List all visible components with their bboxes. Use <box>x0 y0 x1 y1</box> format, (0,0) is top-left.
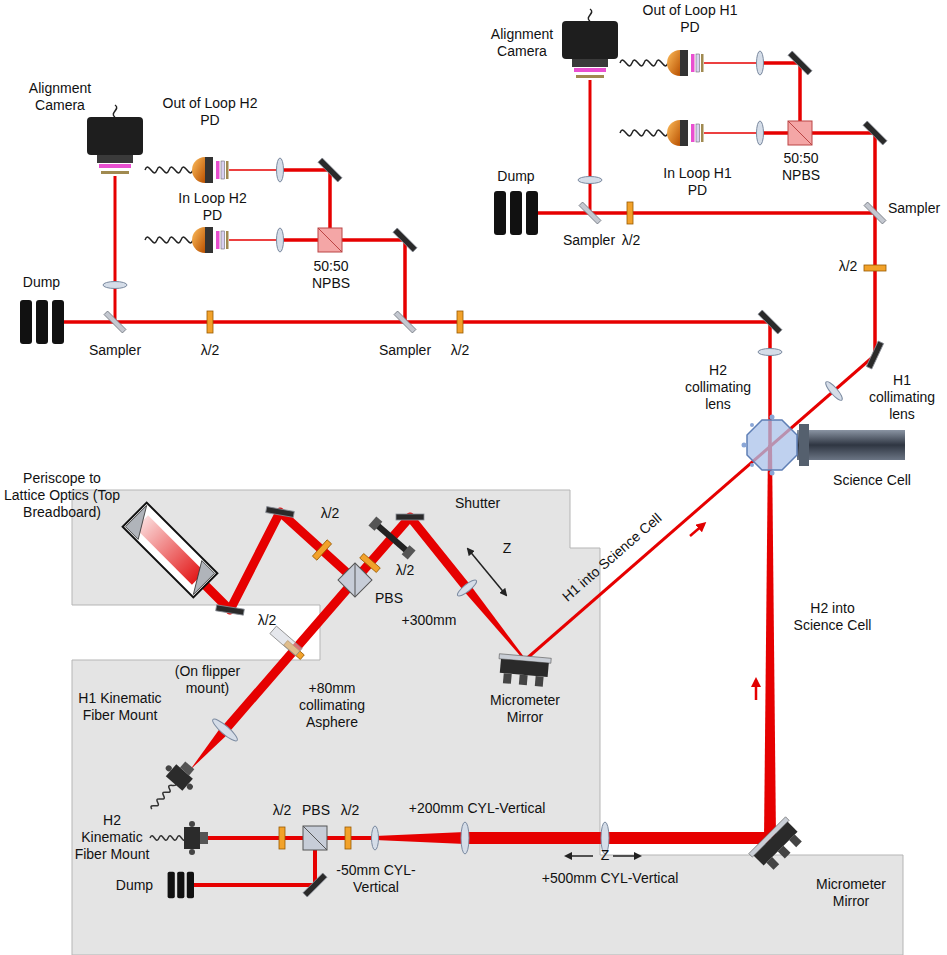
part-label: H1 collimating lens <box>860 372 944 423</box>
part-label: Periscope to Lattice Optics (Top Breadbo… <box>3 470 121 521</box>
part-label: H2 collimating lens <box>676 362 760 413</box>
part-label: λ/2 <box>448 342 472 359</box>
part-label: Dump <box>491 168 541 185</box>
part-label: λ/2 <box>619 232 643 249</box>
part-label: 50:50 NPBS <box>770 150 832 184</box>
part-label: λ/2 <box>338 802 362 819</box>
part-label: 50:50 NPBS <box>300 258 362 292</box>
part-label: (On flipper mount) <box>165 663 250 697</box>
part-label: H1 Kinematic Fiber Mount <box>76 690 164 724</box>
part-label: Sampler <box>888 200 944 217</box>
part-label: Out of Loop H2 PD <box>160 95 260 129</box>
part-label: Z <box>598 847 612 864</box>
part-label: λ/2 <box>318 505 342 522</box>
part-label: In Loop H2 PD <box>170 190 255 224</box>
part-label: Sampler <box>374 342 436 359</box>
part-label: λ/2 <box>393 562 417 579</box>
part-label: Shutter <box>455 495 515 512</box>
part-label: Z <box>500 540 514 557</box>
part-label: +80mm collimating Asphere <box>282 680 382 731</box>
part-label: Dump <box>112 877 157 894</box>
part-label: +500mm CYL-Vertical <box>530 870 690 887</box>
part-label: Sampler <box>558 232 620 249</box>
part-label: Micrometer Mirror <box>808 876 894 910</box>
part-label: +200mm CYL-Vertical <box>392 800 562 817</box>
part-label: Science Cell <box>822 472 922 489</box>
part-label: -50mm CYL-Vertical <box>330 862 422 896</box>
part-label: Sampler <box>84 342 146 359</box>
part-label: λ/2 <box>255 612 279 629</box>
part-label: λ/2 <box>836 258 860 275</box>
part-label: H2 into Science Cell <box>785 600 880 634</box>
part-label: Alignment Camera <box>20 80 100 114</box>
part-label: PBS <box>372 590 406 607</box>
part-label: Out of Loop H1 PD <box>640 2 740 36</box>
part-label: In Loop H1 PD <box>655 165 740 199</box>
part-label: λ/2 <box>198 342 222 359</box>
part-label: λ/2 <box>270 802 294 819</box>
part-label: PBS <box>300 802 332 819</box>
part-label: +300mm <box>398 612 460 629</box>
part-label: Micrometer Mirror <box>480 692 570 726</box>
part-label: Dump <box>14 274 69 291</box>
part-label: Alignment Camera <box>486 26 558 60</box>
part-label: H2 Kinematic Fiber Mount <box>72 812 152 863</box>
